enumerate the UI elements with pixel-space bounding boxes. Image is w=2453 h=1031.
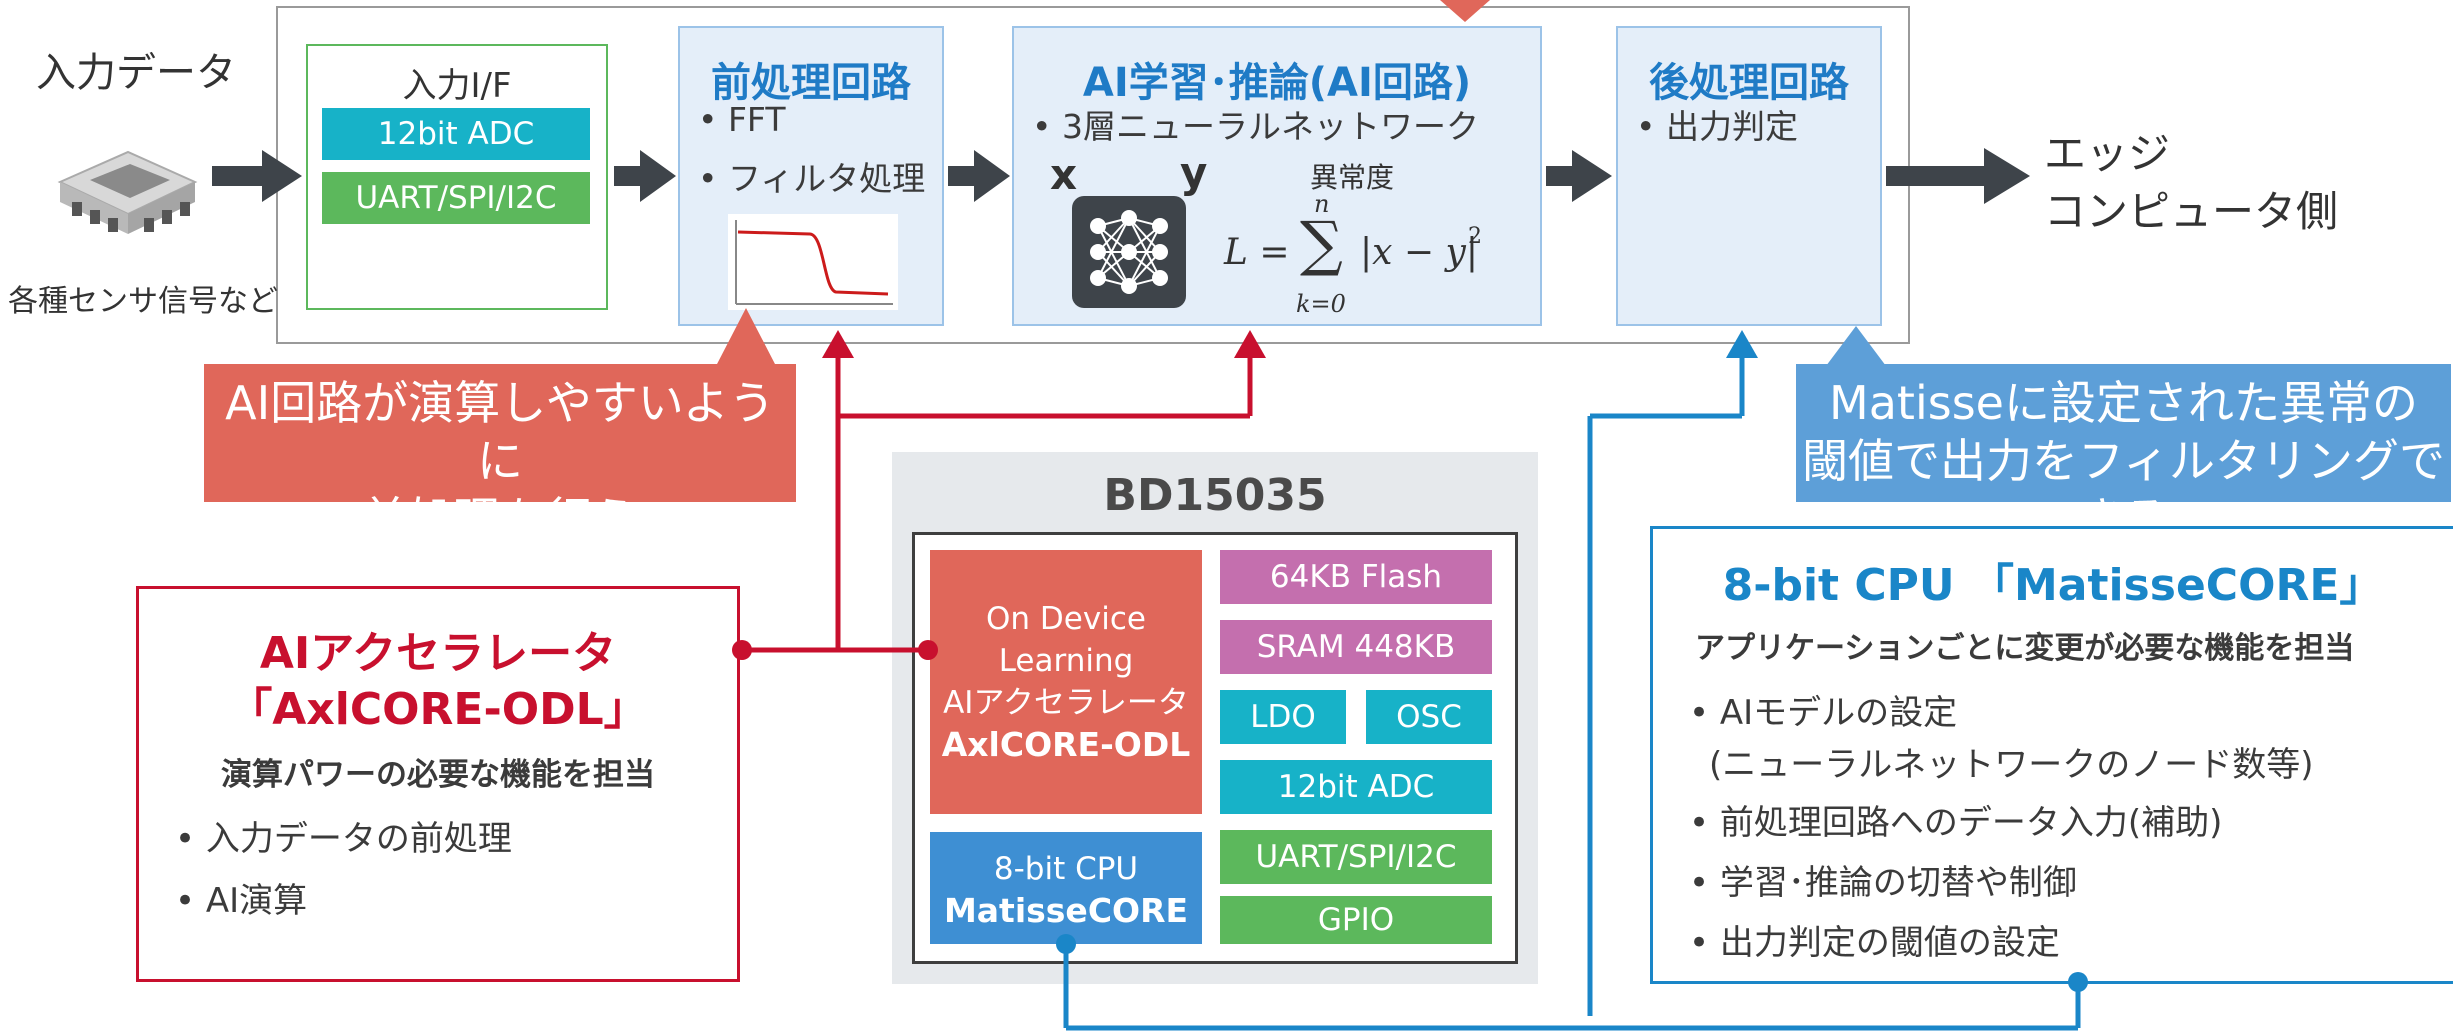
sram-block: SRAM 448KB	[1220, 620, 1492, 674]
callout-left-pointer	[716, 308, 776, 366]
accel-panel-title: AIアクセラレータ	[259, 628, 617, 679]
callout-left-line: AI回路が演算しやすいように	[225, 376, 775, 488]
callout-left: AI回路が演算しやすいように 前処理を行う	[204, 364, 796, 546]
postprocess-stage: 後処理回路 • 出力判定	[1616, 26, 1882, 326]
cpu-panel: 8-bit CPU 「MatisseCORE」 アプリケーションごとに変更が必要…	[1650, 526, 2453, 984]
cpu-panel-title: 8-bit CPU 「MatisseCORE」	[1722, 560, 2384, 611]
red-dot	[918, 640, 938, 660]
red-connectors	[744, 354, 1253, 653]
output-label-2: コンピュータ側	[2044, 187, 2339, 236]
ai-stage: AI学習･推論(AI回路) • 3層ニューラルネットワーク x y 異常度 L …	[1012, 26, 1542, 326]
uart-block: UART/SPI/I2C	[1220, 830, 1492, 884]
blue-dot	[1056, 934, 1076, 954]
accel-panel-item: • AI演算	[175, 881, 308, 921]
ldo-block: LDO	[1220, 690, 1346, 744]
formula-upper: n	[1314, 190, 1330, 218]
cpu-block: 8-bit CPU MatisseCORE	[930, 832, 1202, 944]
formula-lhs: L =	[1224, 232, 1290, 273]
cpu-line: 8-bit CPU	[993, 851, 1139, 887]
input-data-label: 入力データ	[36, 50, 236, 96]
cpu-panel-item: • 学習･推論の切替や制御	[1689, 863, 2077, 903]
flow-arrow	[212, 150, 302, 202]
flow-arrows	[212, 148, 2030, 204]
ai-title: AI学習･推論(AI回路)	[1082, 60, 1472, 106]
input-if-title: 入力I/F	[402, 66, 512, 106]
top-pointer	[1440, 0, 1490, 22]
anomaly-label: 異常度	[1310, 161, 1395, 194]
cpu-panel-item: (ニューラルネットワークのノード数等)	[1709, 745, 2314, 785]
ai-bullet: • 3層ニューラルネットワーク	[1032, 107, 1479, 146]
formula-body: |x − y|	[1360, 232, 1478, 273]
input-sublabel: 各種センサ信号など	[8, 284, 278, 319]
flow-arrow	[1886, 148, 2030, 204]
cpu-bold: MatisseCORE	[943, 891, 1189, 930]
formula-lower: k=0	[1296, 290, 1346, 318]
accelerator-panel: AIアクセラレータ 「AxlCORE-ODL」 演算パワーの必要な機能を担当 •…	[136, 586, 740, 982]
preprocess-stage: 前処理回路 • FFT • フィルタ処理	[678, 26, 944, 326]
blue-dot	[2068, 972, 2088, 992]
input-if-adc: 12bit ADC	[322, 108, 590, 160]
neural-network-icon	[1072, 196, 1186, 308]
accelerator-block: On Device Learning AIアクセラレータ AxlCORE-ODL	[930, 550, 1202, 814]
callout-right-line: Matisseに設定された異常の	[1829, 376, 2418, 430]
blue-connectors	[1063, 354, 2081, 1031]
callout-right: Matisseに設定された異常の 閾値で出力をフィルタリングできる	[1796, 364, 2451, 546]
postprocess-bullet: • 出力判定	[1636, 107, 1798, 146]
postprocess-title: 後処理回路	[1649, 60, 1849, 106]
cpu-panel-item: • AIモデルの設定	[1689, 693, 1958, 733]
callout-right-pointer	[1826, 326, 1886, 366]
gpio-block: GPIO	[1220, 896, 1492, 944]
osc-block: OSC	[1366, 690, 1492, 744]
flow-arrow	[948, 150, 1010, 202]
cpu-panel-item: • 出力判定の閾値の設定	[1689, 923, 2060, 963]
accel-panel-subtitle: 演算パワーの必要な機能を担当	[221, 757, 655, 793]
filter-curve-icon	[728, 214, 898, 310]
accel-bold: AxlCORE-ODL	[941, 725, 1191, 764]
preprocess-bullet: • フィルタ処理	[698, 159, 926, 198]
cpu-panel-subtitle: アプリケーションごとに変更が必要な機能を担当	[1695, 631, 2355, 666]
cpu-panel-item: • 前処理回路へのデータ入力(補助)	[1689, 803, 2223, 843]
flash-block: 64KB Flash	[1220, 550, 1492, 604]
accel-panel-title: 「AxlCORE-ODL」	[228, 684, 648, 735]
accel-line: On Device	[986, 601, 1146, 637]
chip-title: BD15035	[1103, 470, 1327, 521]
adc-block: 12bit ADC	[1220, 760, 1492, 814]
callout-right-line: 閾値で出力をフィルタリングできる	[1801, 434, 2446, 546]
accel-line: Learning	[998, 643, 1134, 679]
accel-panel-item: • 入力データの前処理	[175, 819, 512, 859]
flow-arrow	[1546, 150, 1612, 202]
preprocess-bullet: • FFT	[698, 100, 786, 139]
red-dot	[732, 640, 752, 660]
flow-arrow	[614, 150, 676, 202]
input-if-uart: UART/SPI/I2C	[322, 172, 590, 224]
formula-exp: 2	[1468, 224, 1482, 249]
input-if-box: 入力I/F 12bit ADC UART/SPI/I2C	[306, 44, 608, 310]
callout-left-line: 前処理を行う	[362, 492, 638, 546]
formula-sum: ∑	[1300, 209, 1343, 279]
sensor-chip-icon	[50, 122, 200, 252]
ai-x-label: x	[1050, 150, 1078, 199]
red-arrowhead	[822, 330, 854, 358]
output-label-1: エッジ	[2044, 129, 2171, 178]
accel-line: AIアクセラレータ	[943, 685, 1189, 721]
preprocess-title: 前処理回路	[711, 60, 911, 106]
blue-arrowhead	[1726, 330, 1758, 358]
red-arrowhead	[1234, 330, 1266, 358]
ai-y-label: y	[1180, 148, 1208, 197]
